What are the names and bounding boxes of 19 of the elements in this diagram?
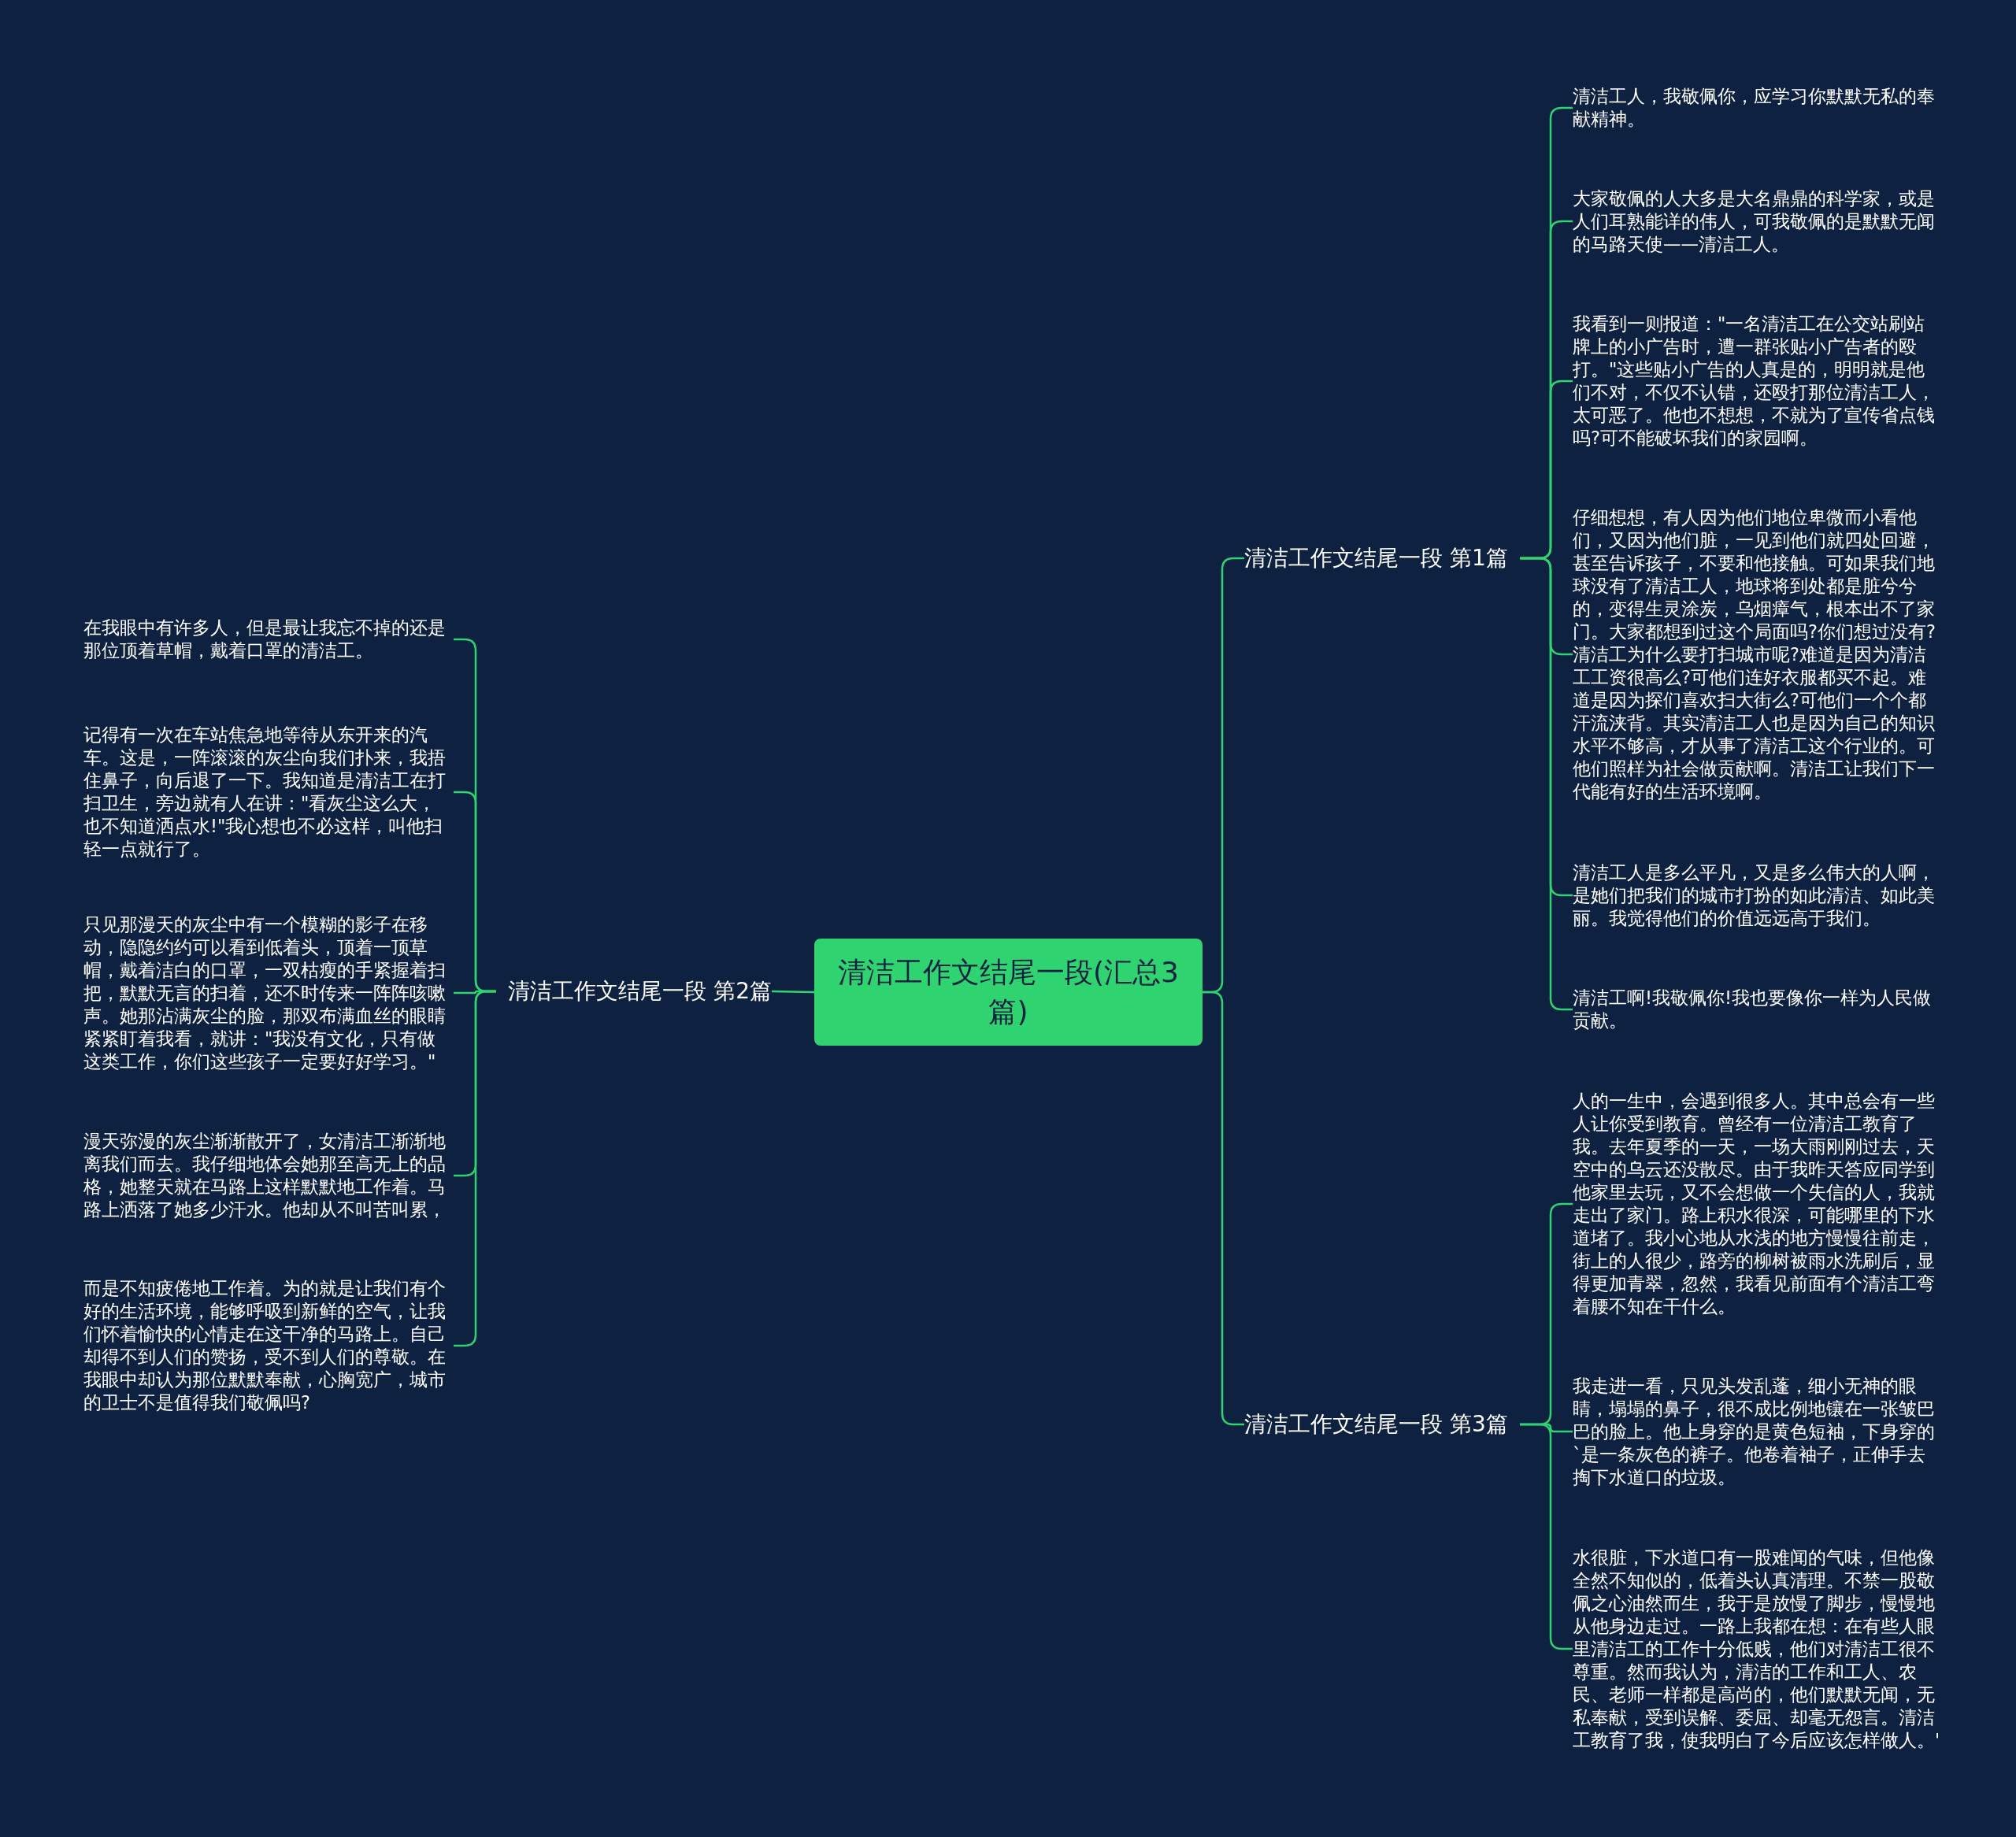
paragraph-text: 清洁工人是多么平凡，又是多么伟大的人啊，是她们把我们的城市打扮的如此清洁、如此美丽。我觉得他们的价值远远高于我们。 bbox=[1573, 861, 1936, 930]
paragraph-text: 清洁工啊!我敬佩你!我也要像你一样为人民做贡献。 bbox=[1573, 987, 1933, 1032]
paragraph-text: 清洁工人，我敬佩你，应学习你默默无私的奉献精神。 bbox=[1573, 85, 1936, 131]
paragraph-text: 仔细想想，有人因为他们地位卑微而小看他们，又因为他们脏，一见到他们就四处回避，甚至告诉孩子，不要和他接触。可如果我们地球没有了清洁工人，地球将到处都是脏兮兮的，变得生灵涂炭，乌烟瘴气，根本出不了家门。大家都想到过这个局面吗?你们想过没有?清洁工为什么要打扫城市呢?难道是因为清洁工工资很高么?可他们连好衣服都买不起。难道是因为探们喜欢扫大街么?可他们一个个都汗流浃背。其实清洁工人也是因为自己的知识水平不够高，才从事了清洁工这个行业的。可他们照样为社会做贡献啊。清洁工让我们下一代能有好的生活环境啊。 bbox=[1573, 506, 1936, 803]
branch-topic: 清洁工作文结尾一段 第1篇 bbox=[1244, 544, 1509, 572]
paragraph-text: 而是不知疲倦地工作着。为的就是让我们有个好的生活环境，能够呼吸到新鲜的空气，让我们怀着愉快的心情走在这干净的马路上。自己却得不到人们的赞扬，受不到人们的尊敬。在我眼中却认为那位默默奉献，心胸宽广，城市的卫士不是值得我们敬佩吗? bbox=[83, 1277, 447, 1414]
paragraph-text: 大家敬佩的人大多是大名鼎鼎的科学家，或是人们耳熟能详的伟人，可我敬佩的是默默无闻的马路天使——清洁工人。 bbox=[1573, 187, 1936, 256]
paragraph-text: 在我眼中有许多人，但是最让我忘不掉的还是那位顶着草帽，戴着口罩的清洁工。 bbox=[83, 617, 447, 662]
paragraph-text: 我看到一则报道："一名清洁工在公交站刷站牌上的小广告时，遭一群张贴小广告者的殴打。"这些贴小广告的人真是的，明明就是他们不对，不仅不认错，还殴打那位清洁工人，太可恶了。他也不想想，不就为了宣传省点钱吗?可不能破坏我们的家园啊。 bbox=[1573, 313, 1936, 450]
central-topic-box: 清洁工作文结尾一段(汇总3篇) bbox=[814, 939, 1203, 1046]
connector-line bbox=[771, 990, 815, 994]
paragraph-text: 人的一生中，会遇到很多人。其中总会有一些人让你受到教育。曾经有一位清洁工教育了我。去年夏季的一天，一场大雨刚刚过去，天空中的乌云还没散尽。由于我昨天答应同学到他家里去玩，又不会想做一个失信的人，我就走出了家门。路上积水很深，可能哪里的下水道堵了。我小心地从水浅的地方慢慢往前走，街上的人很少，路旁的柳树被雨水洗刷后，显得更加青翠，忽然，我看见前面有个清洁工弯着腰不知在干什么。 bbox=[1573, 1090, 1936, 1318]
branch-topic: 清洁工作文结尾一段 第3篇 bbox=[1244, 1410, 1509, 1439]
branch-topic: 清洁工作文结尾一段 第2篇 bbox=[507, 977, 772, 1006]
paragraph-text: 水很脏，下水道口有一股难闻的气味，但他像全然不知似的，低着头认真清理。不禁一股敬佩之心油然而生，我于是放慢了脚步，慢慢地从他身边走过。一路上我都在想：在有些人眼里清洁工的工作十分低贱，他们对清洁工很不尊重。然而我认为，清洁的工作和工人、农民、老师一样都是高尚的，他们默默无闻，无私奉献，受到误解、委屈、却毫无怨言。清洁工教育了我，使我明白了今后应该怎样做人。' bbox=[1573, 1546, 1941, 1752]
paragraph-text: 记得有一次在车站焦急地等待从东开来的汽车。这是，一阵滚滚的灰尘向我们扑来，我捂住鼻子，向后退了一下。我知道是清洁工在打扫卫生，旁边就有人在讲："看灰尘这么大，也不知道洒点水!"我心想也不必这样，叫他扫轻一点就行了。 bbox=[83, 724, 447, 861]
paragraph-text: 我走进一看，只见头发乱蓬，细小无神的眼睛，塌塌的鼻子，很不成比例地镶在一张皱巴巴的脸上。他上身穿的是黄色短袖，下身穿的`是一条灰色的裤子。他卷着袖子，正伸手去掏下水道口的垃圾。 bbox=[1573, 1374, 1936, 1489]
paragraph-text: 只见那漫天的灰尘中有一个模糊的影子在移动，隐隐约约可以看到低着头，顶着一顶草帽，戴着洁白的口罩，一双枯瘦的手紧握着扫把，默默无言的扫着，还不时传来一阵阵咳嗽声。她那沾满灰尘的脸，那双布满血丝的眼睛紧紧盯着我看，就讲："我没有文化，只有做这类工作，你们这些孩子一定要好好学习。" bbox=[83, 913, 447, 1073]
paragraph-text: 漫天弥漫的灰尘渐渐散开了，女清洁工渐渐地离我们而去。我仔细地体会她那至高无上的品格，她整天就在马路上这样默默地工作着。马路上洒落了她多少汗水。他却从不叫苦叫累， bbox=[83, 1130, 447, 1221]
